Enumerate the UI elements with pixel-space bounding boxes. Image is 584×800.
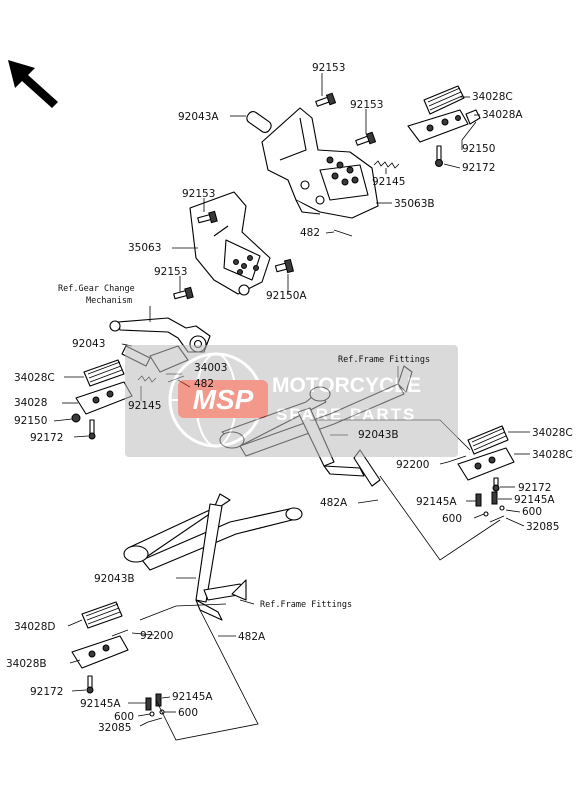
label-92172: 92172 xyxy=(30,686,63,698)
footpeg-34028B xyxy=(71,635,129,669)
label-92145: 92145 xyxy=(128,400,161,412)
label-92043: 92043 xyxy=(72,338,105,350)
label-34028A: 34028A xyxy=(482,109,523,121)
label-92153: 92153 xyxy=(154,266,187,278)
label-32085: 32085 xyxy=(98,722,131,734)
label-92145: 92145 xyxy=(372,176,405,188)
pin-92172-right xyxy=(492,477,500,492)
label-92153: 92153 xyxy=(312,62,345,74)
label-92172: 92172 xyxy=(518,482,551,494)
label-92043A: 92043A xyxy=(178,111,219,123)
washer-600-lower xyxy=(149,709,165,717)
label-34028D: 34028D xyxy=(14,621,56,633)
footpeg-rubber-34028C-right xyxy=(467,425,509,455)
label-32085: 32085 xyxy=(526,521,559,533)
label-92172: 92172 xyxy=(30,432,63,444)
label-34028C: 34028C xyxy=(532,449,573,461)
pin-92150-left xyxy=(71,413,81,423)
bolt-92150A xyxy=(274,258,295,274)
pin-32085-right xyxy=(489,515,505,523)
label-600: 600 xyxy=(178,707,198,719)
frame-lower xyxy=(123,493,303,621)
spring-92145A-lower xyxy=(145,693,162,711)
msp-logo-badge xyxy=(178,380,268,418)
footpeg-34028 xyxy=(75,381,133,415)
bolt-92153-mid xyxy=(355,131,377,146)
pin-92172-top xyxy=(435,145,443,167)
label-34028C: 34028C xyxy=(532,427,573,439)
clip-482-right xyxy=(333,229,353,237)
pin-92172-left xyxy=(88,419,96,440)
label-482A: 482A xyxy=(320,497,348,509)
label-482: 482 xyxy=(300,227,320,239)
label-92153: 92153 xyxy=(182,188,215,200)
label-34028C: 34028C xyxy=(14,372,55,384)
pin-32085-lower xyxy=(147,717,163,723)
label-34028C: 34028C xyxy=(472,91,513,103)
label-600: 600 xyxy=(114,711,134,723)
label-34003: 34003 xyxy=(194,362,227,374)
label-92145A: 92145A xyxy=(172,691,213,703)
label-34028: 34028 xyxy=(14,397,47,409)
spring-92200-lower xyxy=(111,629,129,637)
label-92200: 92200 xyxy=(140,630,173,642)
bolt-92153-left-top xyxy=(197,210,218,224)
washer-600-right xyxy=(483,505,505,517)
pin-92172-lower xyxy=(86,675,94,694)
label-92145A: 92145A xyxy=(416,496,457,508)
label-92150A: 92150A xyxy=(266,290,307,302)
label-92043B: 92043B xyxy=(358,429,399,441)
label-35063: 35063 xyxy=(128,242,161,254)
ref-gear-change-line2: Mechanism xyxy=(86,296,132,306)
watermark-tagline: SPARE PARTS xyxy=(276,405,416,424)
ref-gear-change-line1: Ref.Gear Change xyxy=(58,284,135,294)
footpeg-rubber-34028D xyxy=(81,601,123,629)
bolt-92153-left-bottom xyxy=(173,286,194,300)
footpeg-rubber-34028C-top xyxy=(423,85,465,115)
label-92150: 92150 xyxy=(14,415,47,427)
label-482A: 482A xyxy=(238,631,266,643)
front-direction-arrow-icon xyxy=(8,60,58,108)
label-34028B: 34028B xyxy=(6,658,47,670)
label-92145A: 92145A xyxy=(514,494,555,506)
watermark: MSP MOTORCYCLE SPARE PARTS xyxy=(125,345,458,457)
spring-92145A-right xyxy=(475,491,498,507)
watermark-background xyxy=(125,345,458,457)
ref-frame-fittings: Ref.Frame Fittings xyxy=(260,600,352,610)
msp-logo-text: MSP xyxy=(193,384,254,415)
footpeg-rubber-34028C-left xyxy=(83,359,125,387)
label-482: 482 xyxy=(194,378,214,390)
label-600: 600 xyxy=(442,513,462,525)
rear-bracket-left xyxy=(189,191,271,296)
label-35063B: 35063B xyxy=(394,198,435,210)
label-92153: 92153 xyxy=(350,99,383,111)
label-600: 600 xyxy=(522,506,542,518)
label-92172: 92172 xyxy=(462,162,495,174)
label-92150: 92150 xyxy=(462,143,495,155)
rear-bracket-right xyxy=(261,107,379,219)
label-92043B: 92043B xyxy=(94,573,135,585)
bolt-92153-top xyxy=(315,92,337,107)
footpeg-34028A xyxy=(407,109,481,143)
spring-92145-right xyxy=(373,160,400,169)
label-92200: 92200 xyxy=(396,459,429,471)
watermark-brand: MOTORCYCLE xyxy=(272,374,421,397)
label-92145A: 92145A xyxy=(80,698,121,710)
part-labels: 92153 92043A 92153 34028C 34028A 92150 9… xyxy=(6,62,573,734)
footpeg-34028C-right xyxy=(457,447,515,481)
collar-92043A xyxy=(246,111,272,133)
ref-frame-fittings: Ref.Frame Fittings xyxy=(338,355,430,365)
spring-92200-right xyxy=(447,455,467,463)
